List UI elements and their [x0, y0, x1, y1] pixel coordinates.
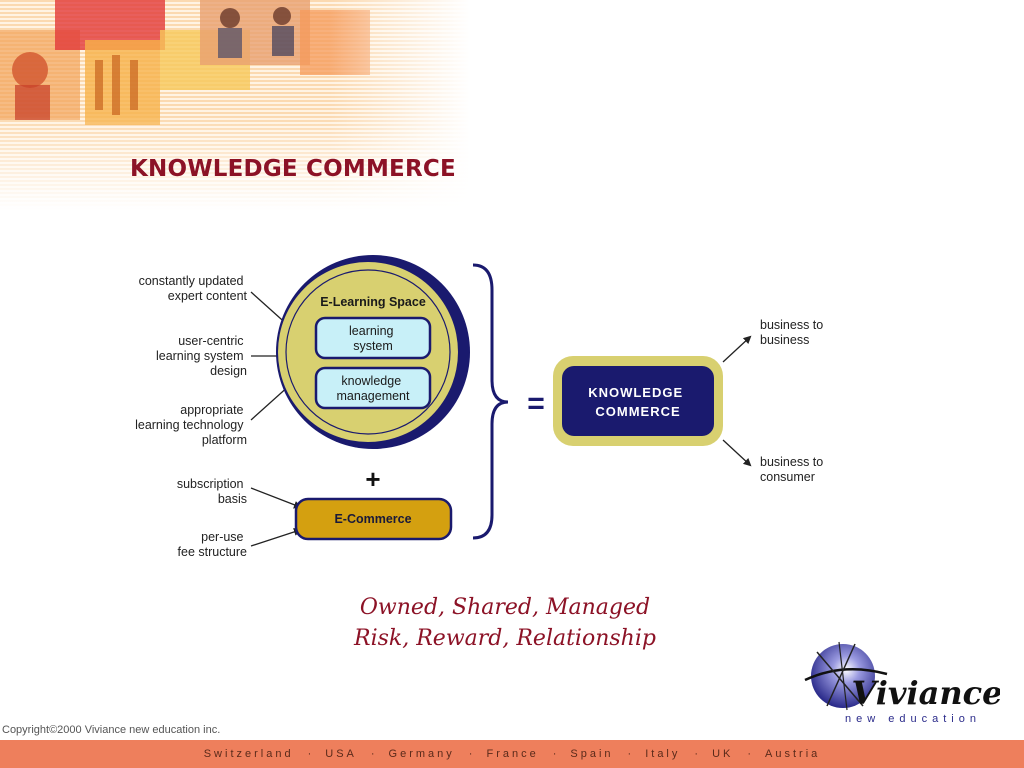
arrow-subscription	[250, 487, 302, 509]
country-france: France	[486, 748, 539, 760]
arrow-per-use	[250, 528, 302, 547]
separator-dot: ·	[307, 748, 312, 760]
diagram-canvas: constantly updated expert content user-c…	[135, 255, 827, 559]
country-switzerland: Switzerland	[203, 748, 294, 760]
logo-subtitle: new education	[845, 713, 981, 725]
knowledge-commerce-box	[562, 366, 714, 436]
separator-dot: ·	[370, 748, 375, 760]
country-germany: Germany	[388, 748, 455, 760]
learning-system-box	[314, 316, 432, 360]
label-learning-system-design: user-centric learning system design	[156, 334, 247, 378]
country-austria: Austria	[765, 748, 821, 760]
slide-title: KNOWLEDGE COMMERCE	[130, 156, 456, 182]
tagline-line-2: Risk, Reward, Relationship	[354, 626, 656, 651]
ecommerce-label: E-Commerce	[334, 512, 411, 526]
globe-icon	[804, 641, 888, 711]
learning-system-label: learning system	[349, 324, 397, 353]
tagline-line-1: Owned, Shared, Managed	[359, 595, 651, 620]
elearning-space-title: E-Learning Space	[320, 295, 426, 309]
copyright-notice: Copyright©2000 Viviance new education in…	[2, 724, 221, 736]
equals-sign: =	[527, 387, 545, 420]
country-italy: Italy	[645, 748, 681, 760]
arrow-b2c	[722, 439, 752, 467]
header-photo-collage	[0, 0, 470, 210]
label-subscription-basis: subscription basis	[177, 477, 247, 506]
separator-dot: ·	[694, 748, 699, 760]
label-technology-platform: appropriate learning technology platform	[135, 403, 247, 447]
viviance-logo: Viviance new education	[804, 641, 1000, 725]
arrow-b2b	[722, 335, 752, 363]
country-spain: Spain	[570, 748, 614, 760]
separator-dot: ·	[552, 748, 557, 760]
tagline: Owned, Shared, Managed Risk, Reward, Rel…	[310, 592, 700, 654]
knowledge-management-label: knowledge management	[337, 374, 410, 403]
separator-dot: ·	[468, 748, 473, 760]
separator-dot: ·	[627, 748, 632, 760]
logo-wordmark: Viviance	[851, 674, 1000, 712]
knowledge-management-box	[314, 366, 432, 410]
elearning-inner-ring	[285, 269, 451, 435]
knowledge-commerce-label: KNOWLEDGE COMMERCE	[588, 385, 688, 419]
label-fee-structure: per-use fee structure	[178, 530, 248, 559]
label-business-to-business: business to business	[760, 318, 827, 347]
country-uk: UK	[712, 748, 734, 760]
label-business-to-consumer: business to consumer	[760, 455, 827, 484]
label-expert-content: constantly updated expert content	[139, 274, 248, 303]
ecommerce-box	[294, 497, 453, 541]
knowledge-commerce-diagram: constantly updated expert content user-c…	[120, 250, 840, 560]
separator-dot: ·	[747, 748, 752, 760]
footer-country-bar: Switzerland · USA · Germany · France · S…	[0, 740, 1024, 768]
country-usa: USA	[325, 748, 357, 760]
grouping-brace	[472, 263, 509, 540]
plus-sign: +	[365, 464, 380, 494]
